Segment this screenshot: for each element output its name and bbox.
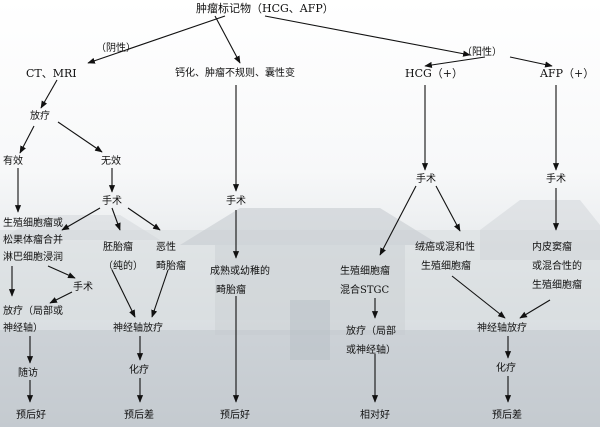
edge-surgeryleft-local	[49, 291, 73, 304]
edge-chorio-neuro	[451, 275, 506, 319]
mature-teratoma-node: 成熟或幼稚的 畸胎瘤	[210, 262, 290, 300]
endo-line-2: 或混合性的	[532, 261, 582, 272]
prognosis-poor-2: 预后差	[492, 410, 522, 421]
local-radio-line-2: 神经轴）	[3, 323, 43, 334]
germinoma-node: 生殖细胞瘤或 松果体瘤合并 淋巴细胞浸润	[3, 215, 93, 266]
prognosis-poor-1: 预后差	[124, 410, 154, 421]
germinoma-line-3: 淋巴细胞浸润	[3, 252, 63, 263]
ct-mri-node: CT、MRI	[26, 67, 77, 80]
edge-hcgsurg-germ	[379, 185, 417, 256]
malignant-line-2: 畸胎瘤	[156, 261, 186, 272]
positive-label: （阳性）	[462, 47, 502, 58]
edge-malignant-neuro	[151, 269, 169, 318]
hcg-positive-node: HCG（+）	[405, 67, 464, 80]
germinoma-line-1: 生殖细胞瘤或	[3, 218, 63, 229]
edge-hcgsurg-chorio	[435, 185, 461, 232]
chemotherapy-left: 化疗	[129, 365, 149, 376]
embryonal-line-1: 胚胎瘤	[103, 242, 133, 253]
edge-pos-hcg	[424, 56, 486, 69]
germinoma-line-2: 松果体瘤合并	[3, 235, 63, 246]
edge-root-ctmri	[87, 15, 226, 64]
neuroaxis-radiotherapy-left: 神经轴放疗	[113, 323, 163, 334]
followup-node: 随访	[18, 368, 38, 379]
germinoma-stgc-node: 生殖细胞瘤 混合STGC	[340, 262, 420, 300]
surgery-node-left: 手术	[73, 282, 93, 293]
local-radio-line-1: 放疗（局部或	[3, 306, 63, 317]
root-node: 肿瘤标记物（HCG、AFP）	[196, 2, 334, 15]
endo-line-3: 生殖细胞瘤	[532, 280, 582, 291]
hcg-radiotherapy-node: 放疗（局部 或神经轴）	[346, 322, 416, 360]
edge-ctmri-radio	[40, 79, 58, 109]
edge-radio-ineffective	[57, 121, 103, 153]
hcg-radio-line-2: 或神经轴）	[346, 345, 396, 356]
malignant-line-1: 恶性	[156, 242, 176, 253]
surgery-node-hcg: 手术	[416, 174, 436, 185]
embryonal-node: 胚胎瘤 （纯的）	[103, 238, 163, 276]
edge-teratoma-neuro	[111, 269, 136, 318]
negative-label: （阴性）	[96, 43, 136, 54]
endo-line-1: 内皮窦瘤	[532, 242, 572, 253]
surgery-node-afp: 手术	[546, 174, 566, 185]
malignant-teratoma-node: 恶性 畸胎瘤	[156, 238, 206, 276]
edge-radio-effective	[19, 125, 35, 154]
prognosis-relatively-good: 相对好	[360, 410, 390, 421]
ineffective-node: 无效	[101, 156, 121, 167]
hcg-radio-line-1: 放疗（局部	[346, 326, 396, 337]
edge-pos-afp	[509, 56, 553, 68]
effective-node: 有效	[3, 156, 23, 167]
choriocarcinoma-node: 绒癌或混和性 生殖细胞瘤	[415, 238, 495, 276]
neuroaxis-radiotherapy-right: 神经轴放疗	[477, 323, 527, 334]
edge-surgery-malignant	[127, 207, 161, 231]
mature-line-2: 畸胎瘤	[216, 285, 246, 296]
local-radiotherapy-node: 放疗（局部或 神经轴）	[3, 303, 83, 337]
radiotherapy-node: 放疗	[30, 111, 50, 122]
surgery-node-mid: 手术	[102, 196, 122, 207]
chorio-line-2: 生殖细胞瘤	[421, 261, 471, 272]
edge-surgery-germ	[61, 207, 101, 231]
chemotherapy-right: 化疗	[496, 363, 516, 374]
germ-stgc-line-2: 混合STGC	[340, 285, 390, 296]
edge-root-calc	[214, 15, 241, 64]
afp-positive-node: AFP（+）	[540, 67, 595, 80]
embryonal-line-2: （纯的）	[103, 261, 143, 272]
mature-line-1: 成熟或幼稚的	[210, 266, 270, 277]
edge-root-pos	[264, 15, 471, 57]
germ-stgc-line-1: 生殖细胞瘤	[340, 266, 390, 277]
chorio-line-1: 绒癌或混和性	[415, 242, 475, 253]
endodermal-sinus-node: 内皮窦瘤 或混合性的 生殖细胞瘤	[532, 238, 600, 295]
prognosis-good-1: 预后好	[16, 410, 46, 421]
surgery-node-center: 手术	[226, 196, 246, 207]
edge-germ-surgeryleft	[47, 265, 76, 279]
prognosis-good-2: 预后好	[220, 410, 250, 421]
calcification-node: 钙化、肿瘤不规则、囊性变	[175, 68, 295, 79]
edge-surgery-teratoma	[111, 207, 121, 231]
edge-endo-neuro	[519, 299, 551, 319]
